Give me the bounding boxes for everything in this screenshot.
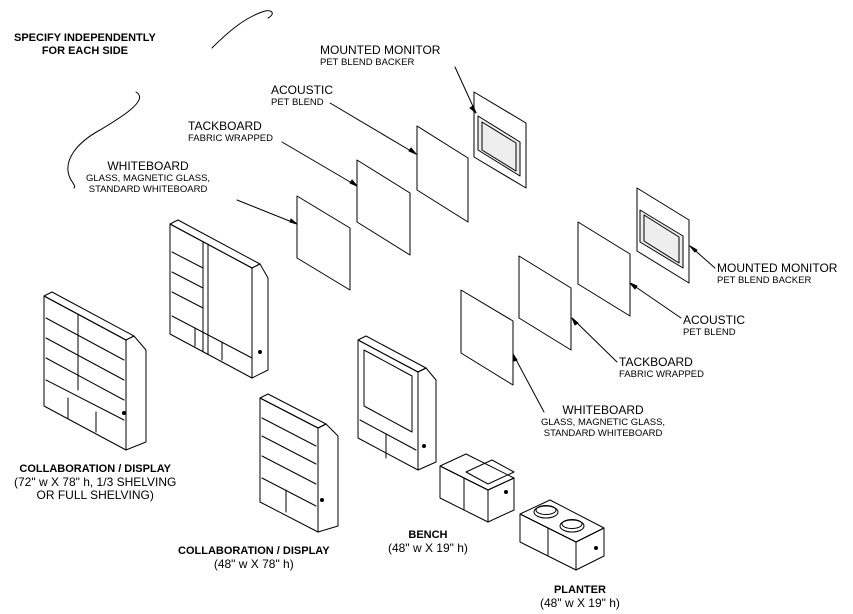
label-acoustic-right-title: ACOUSTIC <box>683 313 746 327</box>
label-collab-72-line3: OR FULL SHELVING) <box>36 488 154 503</box>
label-tackboard-left-title: TACKBOARD <box>188 119 262 133</box>
unit-collab-48 <box>259 393 339 533</box>
label-acoustic-left: ACOUSTIC PET BLEND <box>271 83 334 109</box>
label-monitor-left: MOUNTED MONITOR PET BLEND BACKER <box>320 43 441 69</box>
leader-whiteboard-right <box>512 353 545 413</box>
label-acoustic-left-title: ACOUSTIC <box>271 83 334 97</box>
leader-acoustic-left <box>329 102 417 155</box>
note-text: SPECIFY INDEPENDENTLY FOR EACH SIDE <box>14 32 156 57</box>
leader-whiteboard-left <box>236 199 298 225</box>
label-whiteboard-right-sub1: GLASS, MAGNETIC GLASS, <box>541 416 666 428</box>
label-bench-title: BENCH <box>408 529 448 541</box>
label-tackboard-right: TACKBOARD FABRIC WRAPPED <box>619 355 704 381</box>
label-whiteboard-right-title: WHITEBOARD <box>562 403 644 417</box>
label-acoustic-right: ACOUSTIC PET BLEND <box>683 313 746 339</box>
label-collab-48-line2: (48" w X 78" h) <box>213 556 294 571</box>
label-collab-48: COLLABORATION / DISPLAY (48" w X 78" h) <box>178 545 330 571</box>
label-collab-72: COLLABORATION / DISPLAY (72" w X 78" h, … <box>14 463 176 503</box>
note-line2: FOR EACH SIDE <box>41 44 128 57</box>
label-planter-line2: (48" w X 19" h) <box>540 595 620 610</box>
note-bracket-lower <box>67 91 140 189</box>
label-collab-72-line2: (72" w X 78" h, 1/3 SHELVING <box>14 474 177 489</box>
note-line1: SPECIFY INDEPENDENTLY <box>14 32 156 44</box>
panel-whiteboard-right <box>460 289 514 386</box>
label-monitor-right-title: MOUNTED MONITOR <box>717 261 838 275</box>
label-monitor-right-sub: PET BLEND BACKER <box>717 274 812 286</box>
label-monitor-left-sub: PET BLEND BACKER <box>320 56 415 68</box>
unit-collab-board <box>357 335 437 471</box>
panel-monitor-right <box>636 187 690 284</box>
unit-planter <box>519 499 605 571</box>
label-acoustic-right-sub: PET BLEND <box>683 326 736 338</box>
unit-collab-back <box>169 219 269 379</box>
label-collab-48-title: COLLABORATION / DISPLAY <box>178 545 330 557</box>
note-bracket-upper <box>211 10 273 49</box>
panel-tackboard-right <box>518 255 572 351</box>
label-tackboard-right-title: TACKBOARD <box>619 355 693 369</box>
panel-tackboard-left <box>356 159 411 256</box>
panel-acoustic-right <box>577 221 631 317</box>
label-acoustic-left-sub: PET BLEND <box>271 96 324 108</box>
label-whiteboard-left-title: WHITEBOARD <box>107 159 189 173</box>
unit-collab-72 <box>43 291 147 451</box>
unit-bench <box>439 453 515 523</box>
leader-monitor-left <box>454 66 477 114</box>
label-monitor-right: MOUNTED MONITOR PET BLEND BACKER <box>717 261 838 287</box>
label-whiteboard-right-sub2: STANDARD WHITEBOARD <box>543 427 663 439</box>
label-whiteboard-left-sub2: STANDARD WHITEBOARD <box>88 183 208 195</box>
leader-tackboard-right <box>571 317 618 363</box>
label-bench: BENCH (48" w X 19" h) <box>388 529 468 555</box>
label-whiteboard-left: WHITEBOARD GLASS, MAGNETIC GLASS, STANDA… <box>86 159 211 196</box>
label-planter-title: PLANTER <box>553 584 606 596</box>
panel-monitor-left <box>473 91 527 189</box>
label-whiteboard-right: WHITEBOARD GLASS, MAGNETIC GLASS, STANDA… <box>541 403 666 440</box>
label-planter: PLANTER (48" w X 19" h) <box>540 584 620 610</box>
label-bench-line2: (48" w X 19" h) <box>388 540 468 555</box>
label-tackboard-left: TACKBOARD FABRIC WRAPPED <box>188 119 273 145</box>
leader-tackboard-left <box>281 141 358 187</box>
label-collab-72-title: COLLABORATION / DISPLAY <box>19 463 171 475</box>
label-monitor-left-title: MOUNTED MONITOR <box>320 43 441 57</box>
panel-whiteboard-left <box>296 195 351 291</box>
leader-acoustic-right <box>629 282 682 319</box>
label-tackboard-left-sub: FABRIC WRAPPED <box>188 132 273 144</box>
panel-acoustic-left <box>416 125 469 223</box>
label-whiteboard-left-sub1: GLASS, MAGNETIC GLASS, <box>86 172 211 184</box>
label-tackboard-right-sub: FABRIC WRAPPED <box>619 368 704 380</box>
